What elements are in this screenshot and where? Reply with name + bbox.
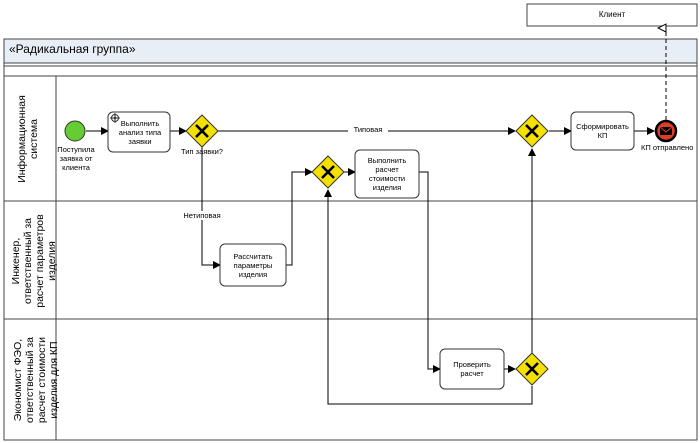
- task-calc-cost[interactable]: [354, 149, 420, 199]
- task-calc-params[interactable]: [219, 243, 287, 287]
- pool-frame: [3, 38, 698, 441]
- pool-title: «Радикальная группа»: [9, 42, 136, 56]
- flow-label-atypical: Нетиповая: [181, 211, 223, 220]
- pool-header: [3, 38, 698, 64]
- task-make-kp[interactable]: [570, 111, 635, 151]
- gateway-merge[interactable]: [515, 114, 549, 148]
- task-make-kp-label: Сформировать КП: [576, 122, 629, 140]
- task-calc-params-label: Рассчитать параметры изделия: [233, 251, 273, 279]
- flow-label-typical: Типовая: [348, 125, 388, 134]
- gateway-check[interactable]: [515, 352, 549, 386]
- gateway-type-label: Тип заявки?: [181, 147, 223, 156]
- gateway-join[interactable]: [311, 155, 345, 189]
- end-event-label: КП отправлено: [641, 143, 694, 152]
- lane-label-engineer: Инженер, ответственный за расчет парамет…: [10, 214, 58, 308]
- gear-icon: [110, 113, 120, 123]
- start-event-label: Поступила заявка от клиента: [57, 145, 95, 172]
- task-analyze[interactable]: [107, 111, 171, 153]
- lane-label-economist: Экономист ФЭО, ответственный за расчет с…: [12, 336, 60, 424]
- task-check[interactable]: [439, 348, 505, 390]
- start-event[interactable]: [64, 120, 86, 142]
- task-calc-cost-label: Выполнить расчет стоимости изделия: [367, 156, 407, 192]
- client-label: Клиент: [598, 10, 626, 19]
- lane-label-info-system: Информационная система: [16, 95, 40, 183]
- gateway-type[interactable]: [185, 114, 219, 148]
- client-pool[interactable]: [526, 3, 698, 27]
- envelope-icon: [659, 126, 673, 135]
- task-check-label: Проверить расчет: [453, 360, 491, 378]
- task-analyze-label: Выполнить анализ типа заявки: [118, 118, 162, 146]
